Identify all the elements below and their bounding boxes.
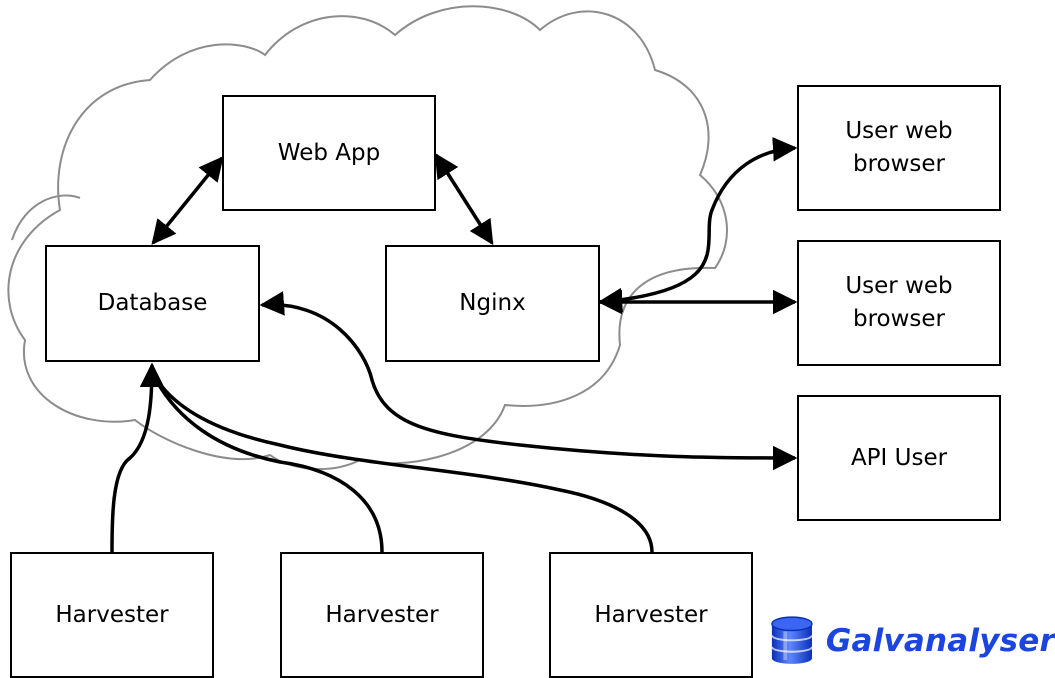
arrow-nginx-browser-1	[597, 137, 798, 313]
cloud-outline	[7, 5, 728, 471]
harvester-box-3: Harvester	[549, 552, 753, 678]
database-box: Database	[45, 245, 260, 362]
user-web-browser-label-1: User web browser	[845, 118, 953, 177]
arrow-harvester-3-database	[150, 371, 654, 553]
cloud-inner-lobe	[11, 194, 81, 241]
harvester-box-2: Harvester	[280, 552, 484, 678]
nginx-box: Nginx	[385, 245, 600, 362]
arrow-database-api-user	[259, 291, 798, 471]
harvester-label-1: Harvester	[55, 601, 169, 628]
arrow-database-webapp	[151, 156, 224, 245]
database-cylinder-icon	[770, 616, 813, 664]
api-user-label: API User	[850, 444, 948, 471]
api-user-box: API User	[797, 395, 1001, 521]
galvanalyser-logo: Galvanalyser	[770, 612, 1055, 670]
arrow-webapp-nginx	[434, 152, 494, 246]
web-app-label: Web App	[277, 139, 381, 166]
arrow-harvester-2-database	[150, 371, 384, 553]
web-app-box: Web App	[222, 95, 436, 211]
user-web-browser-label-2: User web browser	[845, 273, 953, 332]
user-web-browser-box-2: User web browser	[797, 240, 1001, 366]
harvester-label-2: Harvester	[325, 601, 439, 628]
nginx-label: Nginx	[459, 290, 526, 316]
arrow-harvester-1-database	[110, 362, 165, 553]
database-label: Database	[97, 290, 208, 316]
harvester-label-3: Harvester	[594, 601, 708, 628]
harvester-box-1: Harvester	[10, 552, 214, 678]
user-web-browser-box-1: User web browser	[797, 85, 1001, 211]
galvanalyser-wordmark: Galvanalyser	[825, 623, 1055, 659]
